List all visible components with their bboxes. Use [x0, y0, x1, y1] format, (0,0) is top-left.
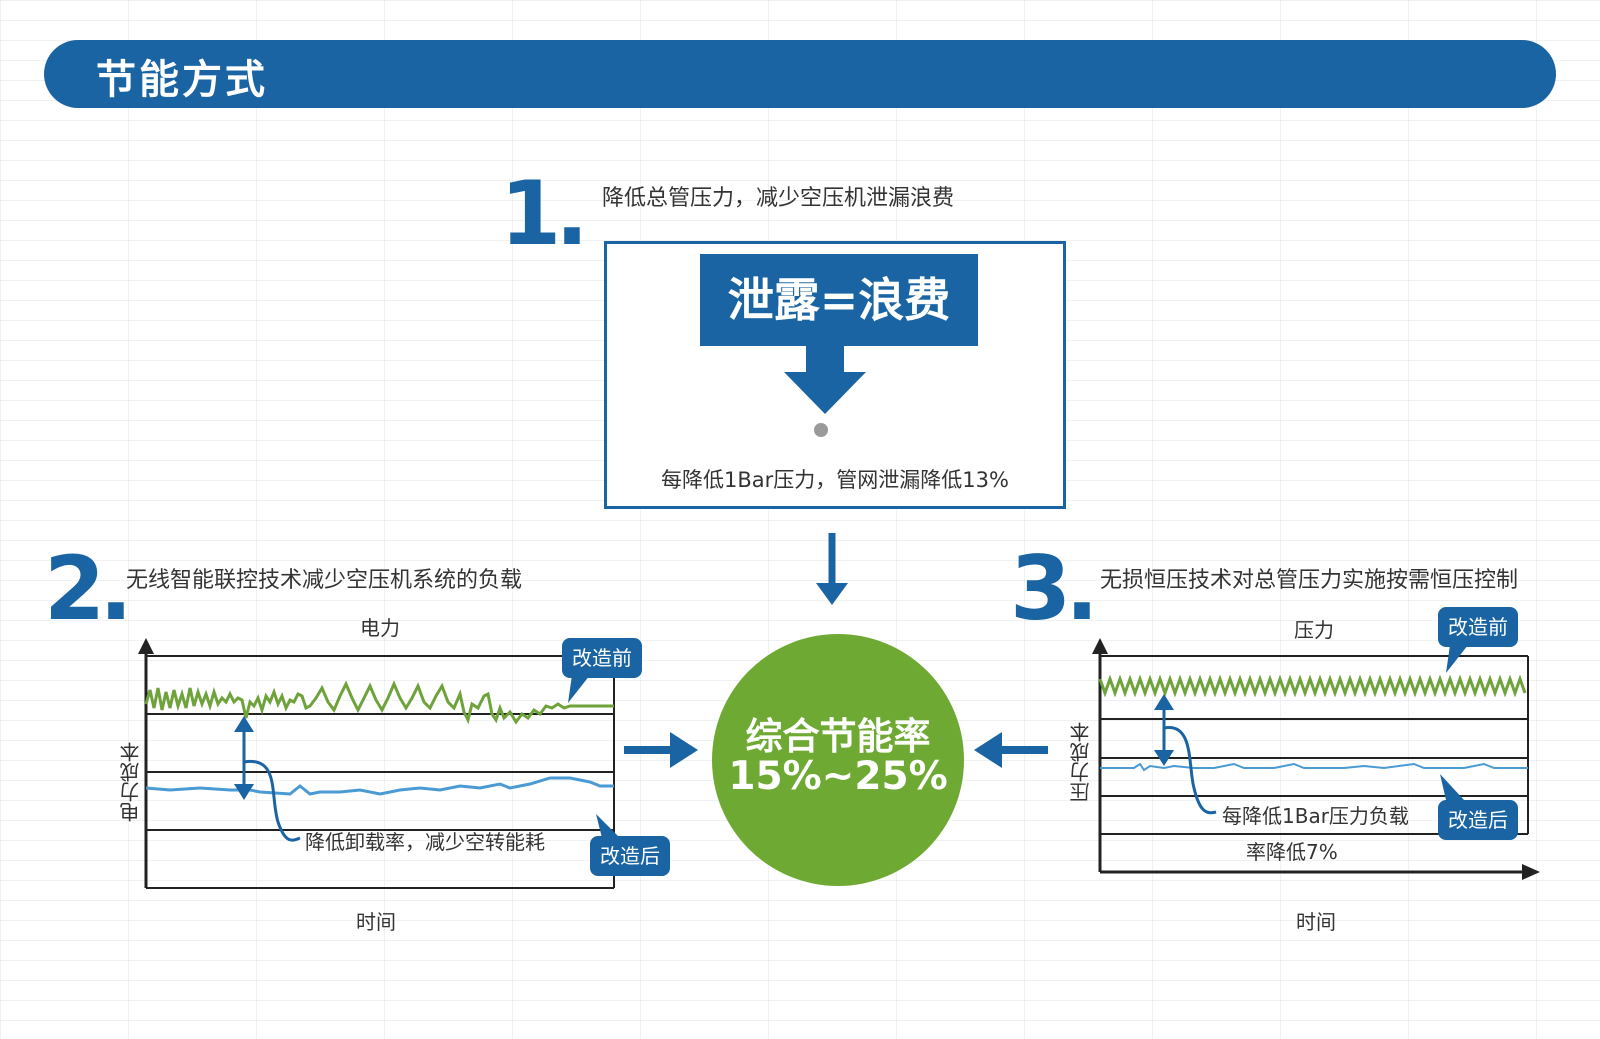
- chart-3-after-callout: 改造后: [1438, 800, 1518, 840]
- chart-2-x-axis-label: 时间: [356, 910, 396, 934]
- chart-3-x-axis-label: 时间: [1296, 910, 1336, 934]
- chart-2-note: 降低卸载率，减少空转能耗: [305, 830, 545, 854]
- arrow-down-to-center-icon: [816, 533, 848, 605]
- chart-2-after-callout-tail-icon: [596, 814, 620, 838]
- step-2-description: 无线智能联控技术减少空压机系统的负载: [126, 568, 523, 593]
- arrow-right-to-center-icon: [624, 732, 698, 768]
- step-3-description: 无损恒压技术对总管压力实施按需恒压控制: [1100, 568, 1519, 593]
- chart-2-top-label: 电力: [360, 616, 400, 640]
- chart-3-top-label: 压力: [1294, 618, 1334, 642]
- step-1-description: 降低总管压力，减少空压机泄漏浪费: [602, 186, 955, 211]
- leak-reduction-note: 每降低1Bar压力，管网泄漏降低13%: [661, 468, 1009, 492]
- chart-2-before-callout-tail-icon: [568, 675, 590, 703]
- leak-equals-waste-label: 泄露=浪费: [700, 254, 978, 346]
- energy-saving-rate-title: 综合节能率: [745, 715, 931, 758]
- chart-3-before-callout-tail-icon: [1446, 645, 1468, 673]
- step-number-2: 2.: [44, 537, 133, 640]
- section-header-bar: [44, 40, 1556, 108]
- chart-3-note-line2: 率降低7%: [1246, 840, 1338, 864]
- step-number-1: 1.: [500, 162, 589, 265]
- arrow-left-to-center-icon: [974, 732, 1048, 768]
- chart-3-note-line1: 每降低1Bar压力负载: [1222, 804, 1409, 828]
- down-arrow-icon: [784, 340, 866, 437]
- step-number-3: 3.: [1010, 537, 1099, 640]
- chart-3-after-callout-tail-icon: [1440, 774, 1464, 800]
- chart-2-power-chart: [138, 638, 615, 889]
- chart-2-after-callout: 改造后: [590, 836, 670, 876]
- chart-3-before-callout: 改造前: [1438, 607, 1518, 647]
- chart-3-pressure-chart: [1092, 638, 1540, 880]
- chart-2-before-callout: 改造前: [562, 638, 642, 678]
- energy-saving-rate-value: 15%~25%: [728, 754, 948, 799]
- energy-saving-rate-circle: 综合节能率 15%~25%: [712, 634, 964, 886]
- page-title: 节能方式: [96, 57, 268, 103]
